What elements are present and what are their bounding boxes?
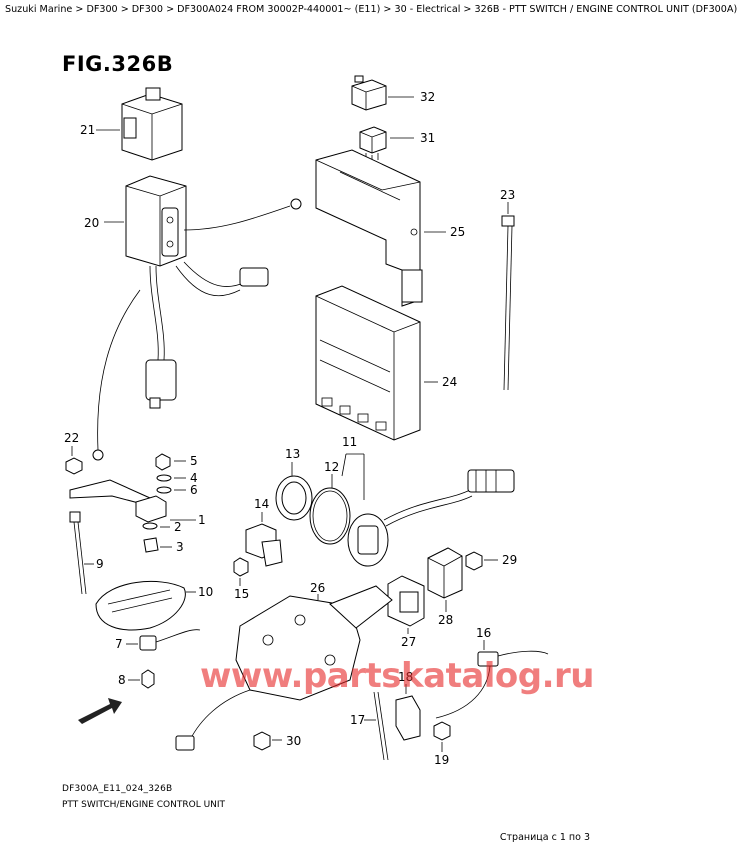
callout-2[interactable]: 2 [174, 520, 182, 534]
parts-diagram: 32 31 21 20 [64, 75, 549, 767]
figure-title: FIG.326B [62, 52, 174, 76]
callout-15[interactable]: 15 [234, 587, 249, 601]
part-cable-tie-17[interactable] [373, 691, 389, 761]
callout-8[interactable]: 8 [118, 673, 126, 687]
part-bracket-14[interactable] [245, 523, 283, 567]
part-ptt-switch-20[interactable] [92, 175, 302, 461]
callout-31[interactable]: 31 [420, 131, 435, 145]
callout-21[interactable]: 21 [80, 123, 95, 137]
callout-10[interactable]: 10 [198, 585, 213, 599]
callout-30[interactable]: 30 [286, 734, 301, 748]
page-indicator[interactable]: Страница с 1 по 3 [499, 832, 590, 843]
callout-28[interactable]: 28 [438, 613, 453, 627]
callout-19[interactable]: 19 [434, 753, 449, 767]
callout-23[interactable]: 23 [500, 188, 515, 202]
callout-25[interactable]: 25 [450, 225, 465, 239]
callout-17[interactable]: 17 [350, 713, 365, 727]
part-relay-31[interactable] [359, 126, 387, 162]
callout-13[interactable]: 13 [285, 447, 300, 461]
callout-22[interactable]: 22 [64, 431, 79, 445]
part-bolt-30[interactable] [253, 731, 271, 751]
callout-1[interactable]: 1 [198, 513, 206, 527]
callout-24[interactable]: 24 [442, 375, 457, 389]
part-clamp-18[interactable] [395, 695, 421, 741]
fwd-arrow-icon: FWD [78, 698, 122, 724]
part-assembly-26[interactable] [175, 585, 393, 751]
part-holder-27[interactable] [387, 575, 425, 627]
part-bolt-22[interactable] [65, 457, 83, 475]
footer-caption: PTT SWITCH/ENGINE CONTROL UNIT [62, 800, 226, 810]
part-bolt-29[interactable] [465, 551, 483, 571]
watermark: www.partskatalog.ru [200, 656, 595, 696]
part-cover-21[interactable] [121, 87, 183, 161]
breadcrumb[interactable]: Suzuki Marine > DF300 > DF300 > DF300A02… [5, 4, 737, 15]
callout-3[interactable]: 3 [176, 540, 184, 554]
part-washer-6[interactable] [156, 486, 172, 494]
callout-9[interactable]: 9 [96, 557, 104, 571]
callout-27[interactable]: 27 [401, 635, 416, 649]
part-ecu-cover-25[interactable] [315, 149, 423, 307]
part-screw-8[interactable] [141, 669, 155, 689]
callout-16[interactable]: 16 [476, 626, 491, 640]
part-bolt-15[interactable] [233, 557, 249, 577]
callout-26[interactable]: 26 [310, 581, 325, 595]
callout-20[interactable]: 20 [84, 216, 99, 230]
callout-5[interactable]: 5 [190, 454, 198, 468]
callout-4[interactable]: 4 [190, 471, 198, 485]
part-switch-1[interactable] [69, 479, 167, 530]
part-screw-5[interactable] [155, 453, 171, 471]
part-ptt-switch-11[interactable] [347, 469, 515, 567]
callout-18[interactable]: 18 [398, 670, 413, 684]
callout-11[interactable]: 11 [342, 435, 357, 449]
part-ecu-24[interactable] [315, 285, 421, 441]
part-grommet-13[interactable] [275, 475, 313, 521]
part-clip-3[interactable] [143, 537, 159, 553]
callout-14[interactable]: 14 [254, 497, 269, 511]
part-cable-tie-9[interactable] [69, 511, 87, 595]
callout-29[interactable]: 29 [502, 553, 517, 567]
callout-32[interactable]: 32 [420, 90, 435, 104]
part-sensor-16[interactable] [435, 650, 549, 719]
part-connector-7[interactable] [139, 629, 201, 651]
part-switch-pad-10[interactable] [95, 580, 186, 631]
callout-7[interactable]: 7 [115, 637, 123, 651]
part-relay-32[interactable] [351, 75, 387, 111]
part-washer-4[interactable] [156, 474, 172, 482]
part-screw-19[interactable] [433, 721, 451, 741]
part-o-ring-12[interactable] [309, 487, 351, 545]
part-bracket-28[interactable] [427, 547, 463, 599]
footer-code: DF300A_E11_024_326B [62, 784, 173, 794]
callout-6[interactable]: 6 [190, 483, 198, 497]
callout-12[interactable]: 12 [324, 460, 339, 474]
part-cable-tie-23[interactable] [501, 215, 515, 391]
